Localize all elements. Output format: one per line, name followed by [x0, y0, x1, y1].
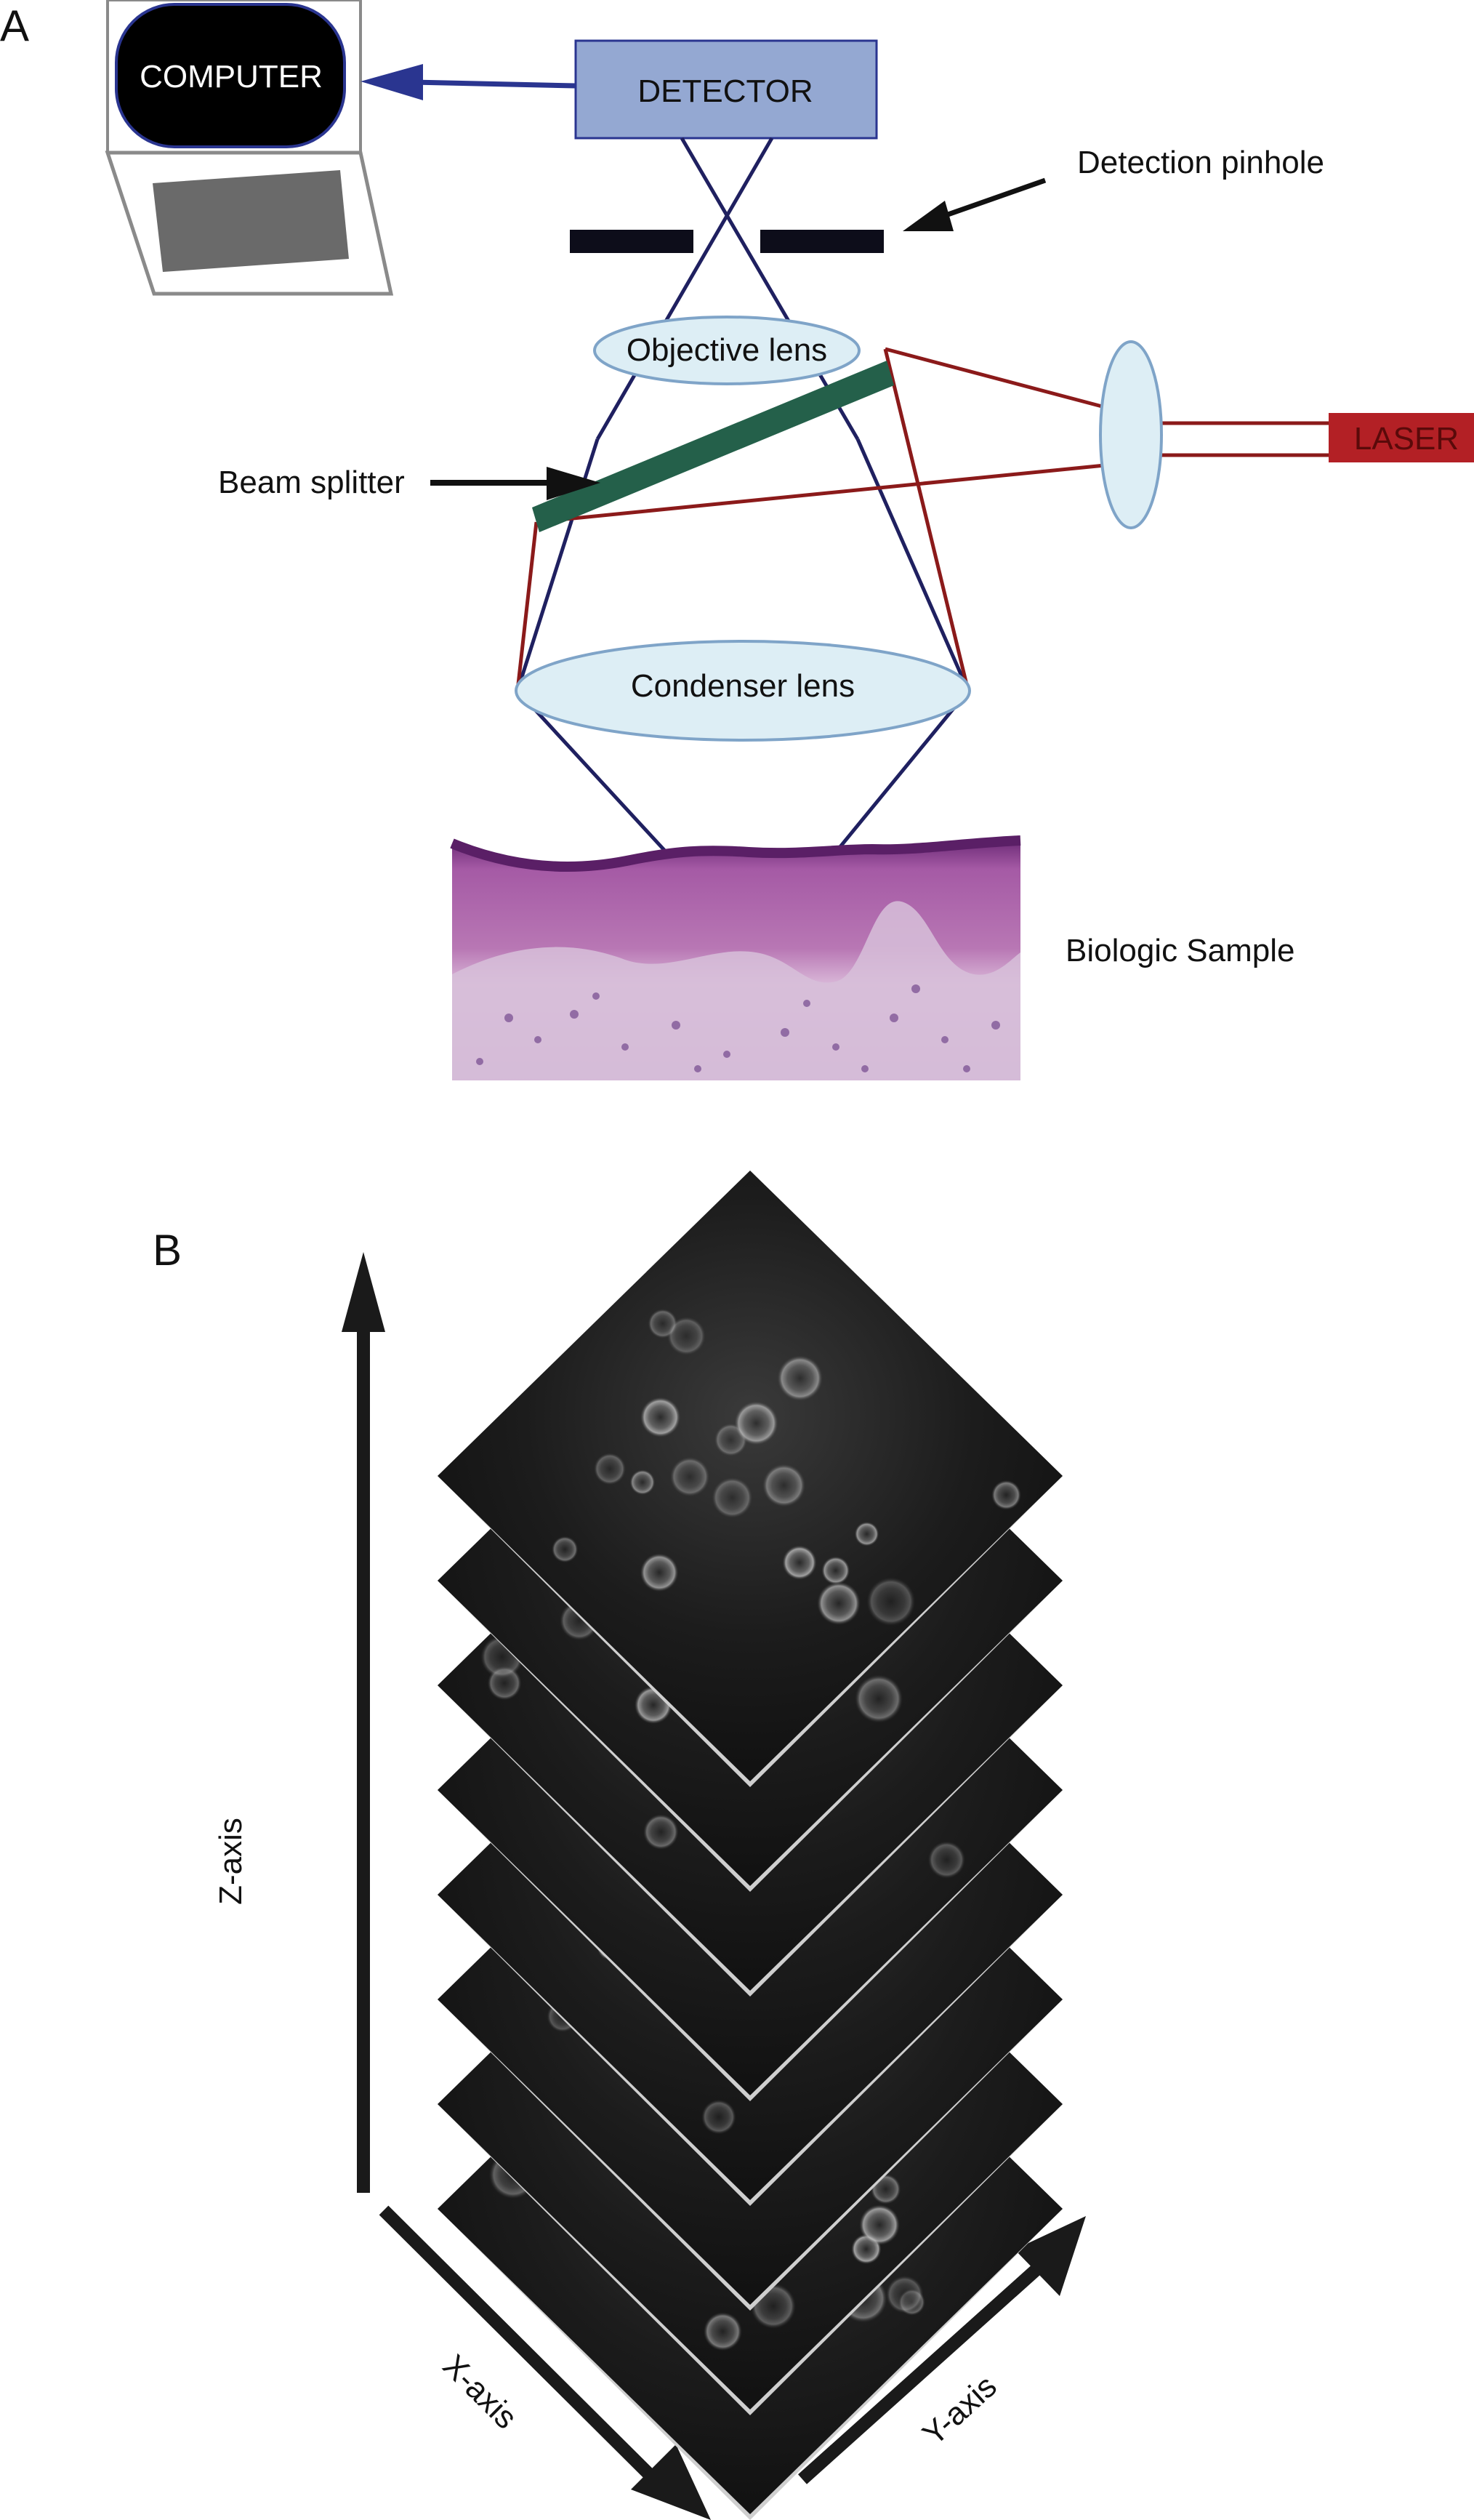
cell-blob [630, 1469, 656, 1495]
cell-blob [712, 1477, 752, 1518]
computer-icon [108, 0, 391, 294]
cell-blob [928, 1841, 965, 1878]
pinhole-left-bar [570, 230, 693, 253]
arrowhead-to-computer [361, 64, 423, 100]
biologic-sample-label: Biologic Sample [1066, 933, 1295, 968]
excitation-rays [517, 349, 1330, 691]
beam-splitter-label: Beam splitter [218, 465, 405, 500]
cell-blob [991, 1480, 1021, 1510]
cell-blob [640, 1397, 681, 1437]
panel-a: A COMPUTER DETECTOR Detection pin [0, 0, 1474, 1080]
confocal-slice-stack [438, 1171, 1063, 2520]
cell-blob [701, 2100, 736, 2135]
cell-blob [667, 1317, 706, 1355]
pinhole-label: Detection pinhole [1077, 145, 1324, 180]
cell-blob [855, 1522, 879, 1546]
cell-blob [855, 1674, 903, 1722]
condenser-lens-label: Condenser lens [631, 668, 855, 704]
cell-blob [817, 1581, 861, 1625]
cell-blob [886, 2276, 924, 2314]
z-axis-label: Z-axis [213, 1818, 249, 1905]
beam-splitter [532, 361, 894, 532]
cell-blob [640, 1553, 679, 1592]
emission-rays [517, 138, 968, 950]
panel-b: B Z-axis X-axis Y-axis [153, 1171, 1086, 2520]
x-axis-label: X-axis [436, 2348, 524, 2436]
cell-blob [704, 2312, 742, 2351]
cell-blob [777, 1355, 823, 1401]
cell-blob [762, 1464, 805, 1506]
cell-blob [859, 2204, 900, 2245]
laser-label: LASER [1354, 421, 1459, 457]
laser-lens [1100, 342, 1161, 528]
cell-blob [643, 1814, 679, 1850]
panel-a-letter: A [0, 1, 29, 50]
cell-blob [552, 1536, 578, 1562]
pinhole-pointer-arrowhead [903, 201, 954, 231]
pinhole-right-bar [760, 230, 884, 253]
cell-blob [821, 1557, 850, 1585]
panel-b-letter: B [153, 1226, 182, 1275]
cell-blob [594, 1453, 626, 1485]
computer-label: COMPUTER [140, 59, 323, 95]
cell-blob [866, 1577, 915, 1626]
objective-lens-label: Objective lens [627, 332, 827, 368]
biologic-sample-image [452, 840, 1020, 1080]
cell-blob [670, 1457, 710, 1497]
y-axis-label: Y-axis [916, 2368, 1004, 2452]
detector-label: DETECTOR [637, 73, 813, 109]
z-axis-arrow [342, 1252, 385, 2193]
cell-blob [734, 1401, 778, 1445]
pinhole-pointer-line [938, 180, 1045, 218]
cell-blob [782, 1545, 816, 1579]
